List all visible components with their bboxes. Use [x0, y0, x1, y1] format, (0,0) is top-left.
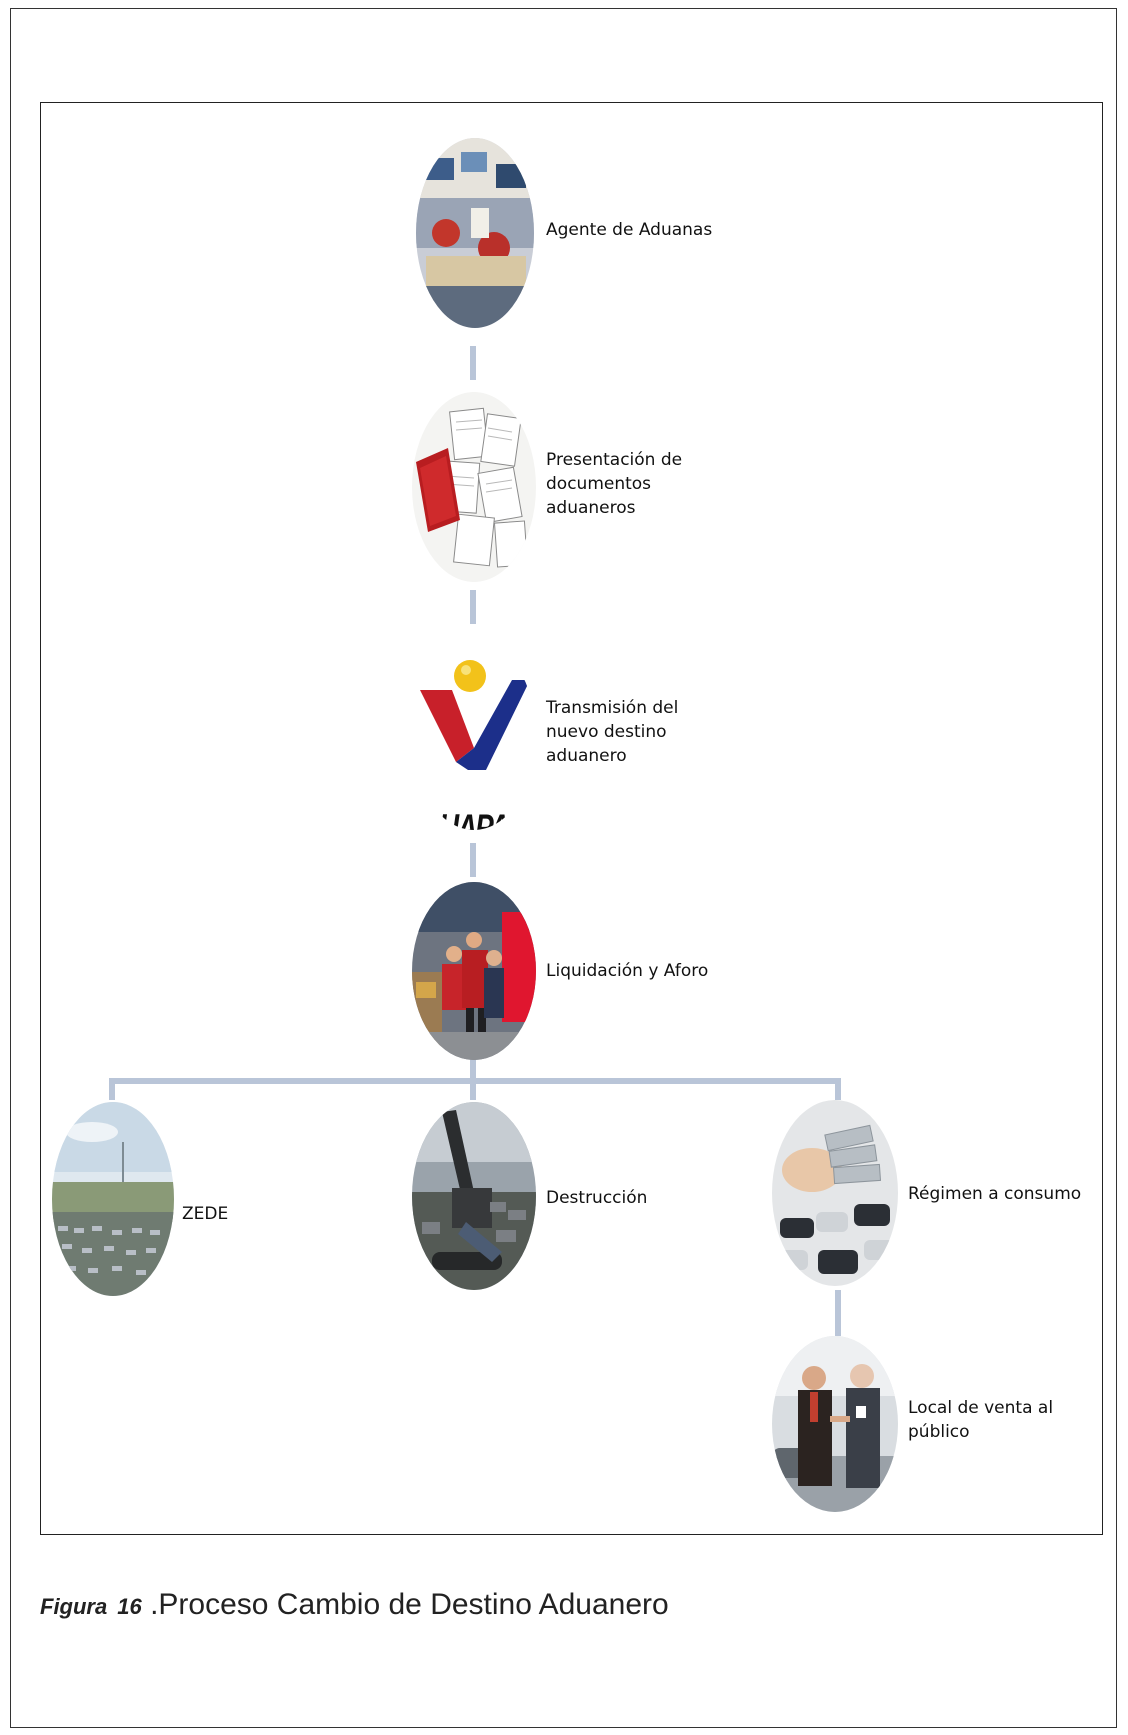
caption-figure-label: Figura [40, 1594, 108, 1619]
node-label-presentacion: Presentación de documentos aduaneros [546, 450, 683, 518]
car-lot-aerial-photo-icon [52, 1102, 174, 1296]
scrapyard-excavator-photo-icon [412, 1102, 536, 1290]
node-label-regimen: Régimen a consumo [908, 1184, 1082, 1204]
caption-title: .Proceso Cambio de Destino Aduanero [150, 1588, 669, 1621]
diagram-frame [40, 102, 1103, 1535]
car-dealer-handshake-photo-icon [772, 1336, 898, 1512]
connector-branch-destruccion [470, 1078, 476, 1100]
page-border [10, 8, 1117, 1728]
connector-presentacion-transmision [470, 590, 476, 624]
node-label-agente: Agente de Aduanas [546, 220, 713, 240]
node-label-transmision: Transmisión del nuevo destino aduanero [546, 698, 679, 766]
connector-agente-presentacion [470, 346, 476, 380]
inspection-team-photo-icon [412, 882, 536, 1060]
node-label-zede: ZEDE [182, 1204, 229, 1224]
connector-regimen-local [835, 1290, 841, 1336]
node-label-liquidacion: Liquidación y Aforo [546, 961, 709, 981]
customs-office-photo-icon [416, 138, 534, 328]
connector-branch-zede [109, 1078, 115, 1100]
node-label-destruccion: Destrucción [546, 1188, 648, 1208]
node-label-local: Local de venta al público [908, 1398, 1054, 1442]
figure-caption: Figura 16 .Proceso Cambio de Destino Adua… [40, 1588, 669, 1622]
connector-liquidacion-branch-down [470, 1059, 476, 1081]
connector-transmision-liquidacion [470, 843, 476, 877]
ecuapass-logo-icon: ECUAPASS [412, 640, 536, 830]
cars-money-photo-icon [772, 1100, 898, 1286]
caption-figure-number: 16 [117, 1594, 142, 1619]
documents-photo-icon [412, 392, 536, 582]
connector-branch-regimen [835, 1078, 841, 1100]
